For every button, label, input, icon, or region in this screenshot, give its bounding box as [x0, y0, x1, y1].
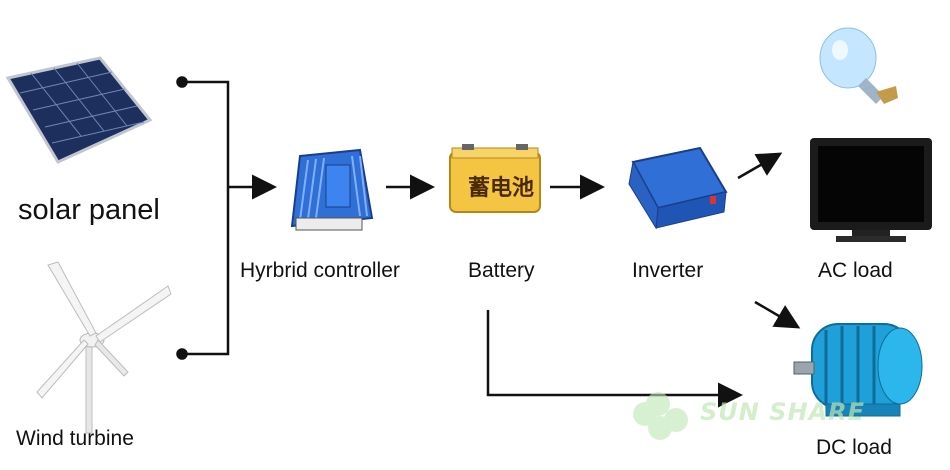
ac-load-label: AC load — [818, 259, 893, 282]
motor-icon — [793, 323, 923, 417]
solar-panel-icon — [5, 56, 153, 164]
hybrid-controller-icon — [290, 148, 374, 231]
inverter-label: Inverter — [632, 259, 704, 282]
battery-face-text: 蓄电池 — [468, 176, 535, 201]
battery-icon — [449, 144, 541, 213]
dc-load-label: DC load — [816, 436, 892, 459]
watermark-text: SUN SHARE — [700, 398, 866, 426]
battery-label: Battery — [468, 259, 535, 282]
arrow-to-dc-diagonal — [754, 300, 801, 329]
tv-icon — [810, 138, 932, 242]
wind-turbine-label: Wind turbine — [16, 427, 134, 450]
controller-label: Hyrbrid controller — [240, 259, 400, 282]
watermark-logo-icon — [633, 392, 688, 440]
wind-turbine-icon — [36, 261, 172, 434]
arrow-inverter-to-ac — [737, 152, 783, 180]
inverter-icon — [628, 146, 728, 230]
light-bulb-icon — [819, 27, 898, 104]
source-bracket — [176, 76, 277, 360]
arrow-battery-to-dc — [486, 310, 743, 408]
solar-panel-label: solar panel — [18, 194, 160, 226]
